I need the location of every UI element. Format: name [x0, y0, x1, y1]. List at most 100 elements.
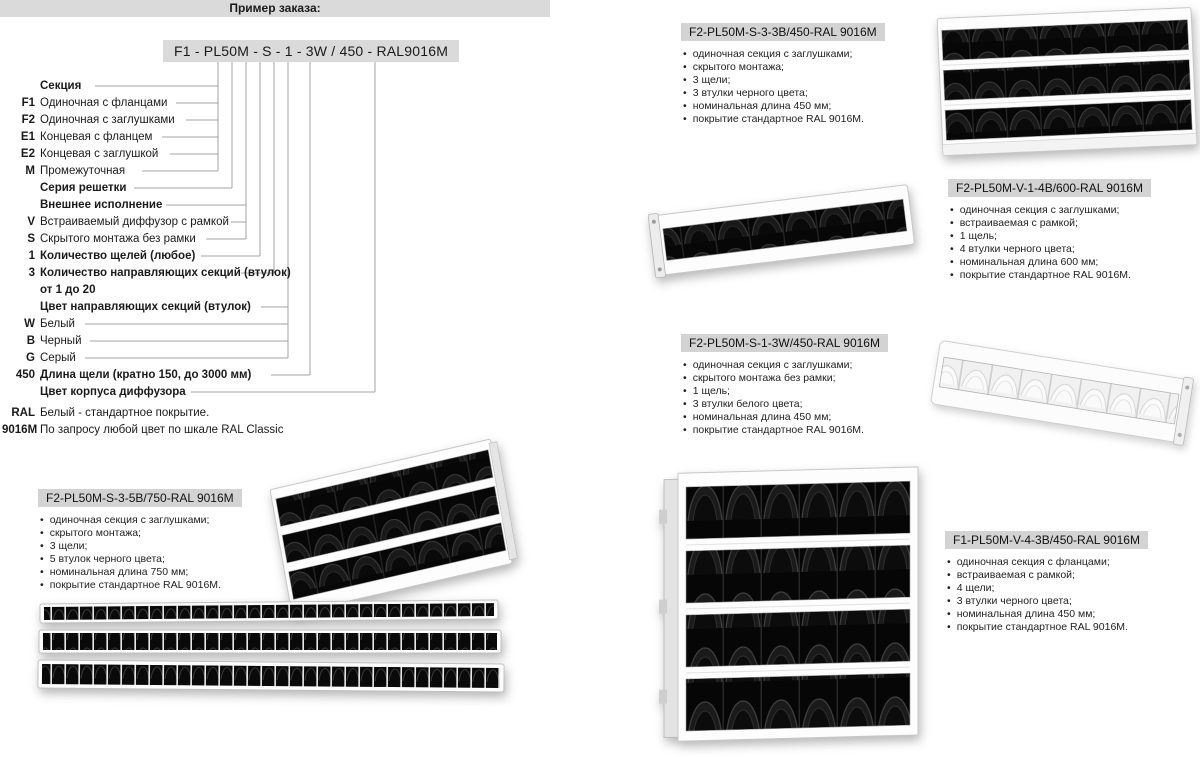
order-code-connector-lines	[85, 62, 376, 393]
product-code: F1-PL50M-V-4-3B/450-RAL 9016M	[953, 533, 1140, 547]
legend-text: Цвет направляющих секций (втулок)	[40, 301, 251, 313]
product-spec: скрытого монтажа без рамки;	[683, 372, 933, 385]
product-spec-list: одиночная секция с заглушками; скрытого …	[683, 48, 933, 126]
legend-text: Белый	[40, 318, 75, 330]
legend-text: Количество щелей (любое)	[40, 250, 196, 262]
legend-row: M Промежуточная	[2, 163, 302, 180]
legend-text: Промежуточная	[40, 165, 126, 177]
legend-row: E2 Концевая с заглушкой	[2, 146, 302, 163]
product-spec: номинальная длина 750 мм;	[40, 566, 290, 579]
product-spec: покрытие стандартное RAL 9016M.	[947, 621, 1197, 634]
product-block-1: F2-PL50M-S-3-3B/450-RAL 9016M одиночная …	[681, 23, 933, 126]
product-spec: одиночная секция с заглушками;	[40, 514, 290, 527]
product-spec-list: одиночная секция с заглушками; скрытого …	[40, 514, 290, 592]
product-image-four-slot-black	[648, 466, 923, 752]
product-spec: 4 втулки черного цвета;	[950, 243, 1200, 256]
product-spec: одиночная секция с заглушками;	[683, 359, 933, 372]
order-code-badge: F1 - PL50M - S - 1 - 3W / 450 - RAL9016M	[163, 40, 460, 62]
product-code: F2-PL50M-V-1-4B/600-RAL 9016M	[956, 181, 1143, 195]
legend-code: E1	[20, 131, 35, 143]
product-spec: 4 щели;	[947, 582, 1197, 595]
product-spec: 1 щель;	[683, 385, 933, 398]
product-spec: встраиваемая с рамкой;	[950, 217, 1200, 230]
legend-code: M	[25, 165, 35, 177]
legend-code: 450	[15, 369, 35, 381]
product-spec: 3 втулки черного цвета;	[947, 595, 1197, 608]
legend-code: F2	[21, 114, 35, 126]
product-spec: 3 втулки белого цвета;	[683, 398, 933, 411]
product-spec: скрытого монтажа;	[683, 61, 933, 74]
legend-row: G Серый	[2, 350, 302, 367]
product-spec: 3 щели;	[40, 540, 290, 553]
product-spec: одиночная секция с заглушками;	[683, 48, 933, 61]
legend-code	[2, 299, 40, 316]
product-spec: номинальная длина 450 мм;	[683, 100, 933, 113]
legend-code: 3	[28, 267, 35, 279]
product-code-badge: F2-PL50M-S-3-5B/750-RAL 9016M	[38, 489, 242, 507]
legend-text: Внешнее исполнение	[40, 199, 163, 211]
product-spec: покрытие стандартное RAL 9016M.	[683, 113, 933, 126]
product-spec: одиночная секция с фланцами;	[947, 556, 1197, 569]
product-spec: покрытие стандартное RAL 9016M.	[683, 424, 933, 437]
legend-code	[2, 180, 40, 197]
legend-text: Секция	[40, 80, 82, 92]
product-spec: номинальная длина 450 мм;	[947, 608, 1197, 621]
legend-text: Черный	[40, 335, 82, 347]
legend-row: V Встраиваемый диффузор с рамкой	[2, 214, 302, 231]
legend-text: Встраиваемый диффузор с рамкой	[40, 216, 229, 228]
product-code: F2-PL50M-S-1-3W/450-RAL 9016M	[689, 336, 880, 350]
legend-code	[2, 384, 40, 401]
legend-text: Концевая с фланцем	[40, 131, 153, 143]
legend-code: V	[27, 216, 35, 228]
product-spec: номинальная длина 600 мм;	[950, 256, 1200, 269]
legend-row: Цвет направляющих секций (втулок)	[2, 299, 302, 316]
legend-text: Цвет корпуса диффузора	[40, 386, 186, 398]
legend-code: E2	[20, 148, 35, 160]
legend-text: Длина щели (кратно 150, до 3000 мм)	[40, 369, 252, 381]
legend-row: Секция	[2, 78, 302, 95]
product-block-3: F2-PL50M-S-1-3W/450-RAL 9016M одиночная …	[681, 334, 933, 437]
product-image-three-slot-perspective	[269, 438, 518, 615]
legend-code: G	[26, 352, 35, 364]
product-code-badge: F2-PL50M-V-1-4B/600-RAL 9016M	[948, 179, 1151, 197]
legend-text: Белый - стандартное покрытие.	[40, 407, 210, 419]
page-title: Пример заказа:	[229, 1, 321, 15]
order-code-text: F1 - PL50M - S - 1 - 3W / 450 - RAL9016M	[174, 43, 449, 59]
product-block-4: F2-PL50M-S-3-5B/750-RAL 9016M одиночная …	[38, 489, 290, 592]
legend-code: F1	[21, 97, 35, 109]
product-spec: 5 втулок черного цвета;	[40, 553, 290, 566]
page-header-bar: Пример заказа:	[0, 0, 550, 17]
legend-text: Количество направляющих секций (втулок) …	[40, 267, 291, 296]
product-spec: 3 щели;	[683, 74, 933, 87]
product-code-badge: F1-PL50M-V-4-3B/450-RAL 9016M	[945, 531, 1148, 549]
product-spec: покрытие стандартное RAL 9016M.	[40, 579, 290, 592]
product-spec: 1 щель;	[950, 230, 1200, 243]
legend-row: Серия решетки	[2, 180, 302, 197]
product-image-single-slot-black	[647, 172, 920, 290]
product-spec: одиночная секция с заглушками;	[950, 204, 1200, 217]
product-image-single-slot-white	[930, 318, 1195, 466]
legend-row: Внешнее исполнение	[2, 197, 302, 214]
legend-code	[2, 78, 40, 95]
legend-text: По запросу любой цвет по шкале RAL Class…	[40, 424, 284, 436]
product-spec: скрытого монтажа;	[40, 527, 290, 540]
product-spec: покрытие стандартное RAL 9016M.	[950, 269, 1200, 282]
legend-text: Серый	[40, 352, 76, 364]
legend-text: Серия решетки	[40, 182, 127, 194]
product-spec-list: одиночная секция с заглушками; встраивае…	[950, 204, 1200, 282]
product-spec-list: одиночная секция с фланцами; встраиваема…	[947, 556, 1197, 634]
legend-code	[2, 197, 40, 214]
product-code: F2-PL50M-S-3-3B/450-RAL 9016M	[689, 25, 877, 39]
legend-text: Концевая с заглушкой	[40, 148, 159, 160]
product-image-three-slot-black	[936, 7, 1198, 156]
product-code-badge: F2-PL50M-S-3-3B/450-RAL 9016M	[681, 23, 885, 41]
product-spec-list: одиночная секция с заглушками; скрытого …	[683, 359, 933, 437]
product-image-strips	[37, 599, 506, 695]
legend-row: 450 Длина щели (кратно 150, до 3000 мм)	[2, 367, 302, 384]
product-spec: встраиваемая с рамкой;	[947, 569, 1197, 582]
